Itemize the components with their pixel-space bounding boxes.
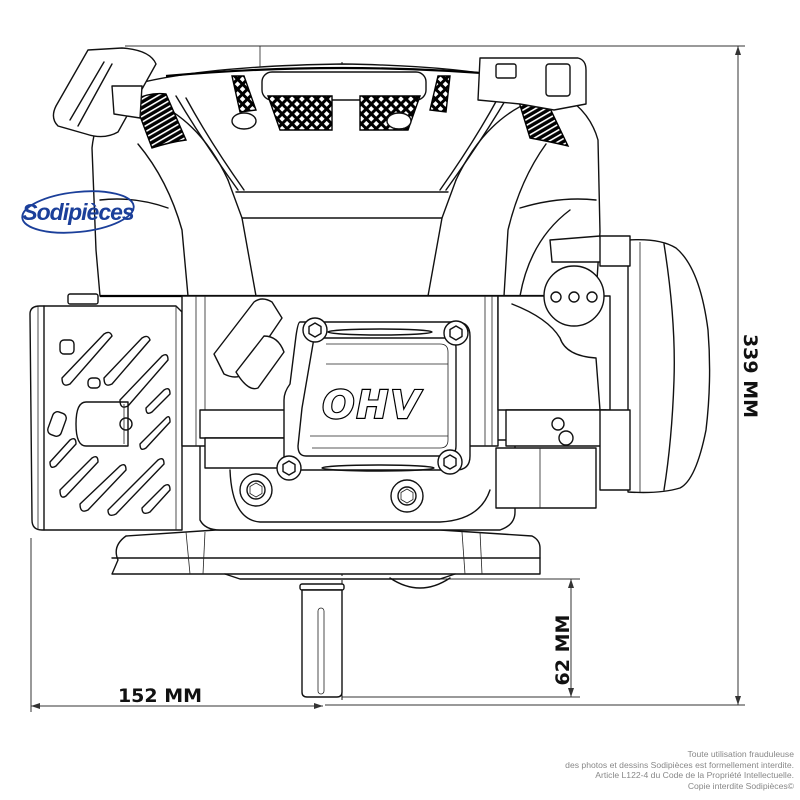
air-filter-cover (599, 235, 711, 494)
logo-ellipse (21, 190, 135, 234)
carburetor (495, 235, 611, 509)
disclaimer-line: Article L122-4 du Code de la Propriété I… (595, 770, 794, 781)
starter-handle (52, 47, 157, 138)
height-dimension-label: 339 MM (739, 334, 761, 418)
bolt-lower-left (239, 473, 273, 507)
arrow-up-icon (735, 46, 741, 55)
mounting-flange (111, 529, 541, 589)
valve-cover-bolt-br (437, 449, 463, 475)
breather-tube (213, 298, 285, 390)
shroud-hole-right (386, 112, 412, 130)
engine-shroud (91, 63, 601, 298)
valve-cover-label: OHV (322, 383, 422, 427)
shaft-offset-dimension (31, 703, 323, 709)
arrow-down-icon (735, 696, 741, 705)
valve-cover-bolt-tr (443, 320, 469, 346)
crankshaft (299, 583, 345, 698)
disclaimer-line: Copie interdite Sodipièces© (687, 780, 794, 791)
arrow-up-icon (568, 579, 574, 588)
disclaimer-line: des photos et dessins Sodipièces est for… (565, 759, 794, 770)
height-dimension (735, 46, 741, 705)
shaft-length-dimension-label: 62 MM (552, 615, 574, 686)
sodipieces-logo: Sodipièces (18, 186, 138, 238)
shroud-hole-left (231, 112, 257, 130)
shaft-offset-dimension-label: 152 MM (118, 685, 202, 707)
arrow-down-icon (568, 688, 574, 697)
valve-cover-bolt-bl (276, 455, 302, 481)
muffler (29, 293, 183, 531)
muffler-heat-shield-slots (47, 331, 171, 517)
valve-cover-bolt-tl (302, 317, 328, 343)
valve-cover: OHV (276, 317, 471, 481)
arrow-right-icon (314, 703, 323, 709)
grille-left (267, 95, 333, 131)
bolt-lower-right (390, 479, 424, 513)
shaft-length-dimension (568, 579, 574, 697)
fuel-cap (477, 57, 587, 111)
side-vent-left (133, 92, 188, 149)
arrow-left-icon (31, 703, 40, 709)
copyright-disclaimer: Toute utilisation frauduleuse des photos… (434, 749, 794, 791)
disclaimer-line: Toute utilisation frauduleuse (687, 749, 794, 759)
logo-text: Sodipièces (22, 199, 134, 225)
